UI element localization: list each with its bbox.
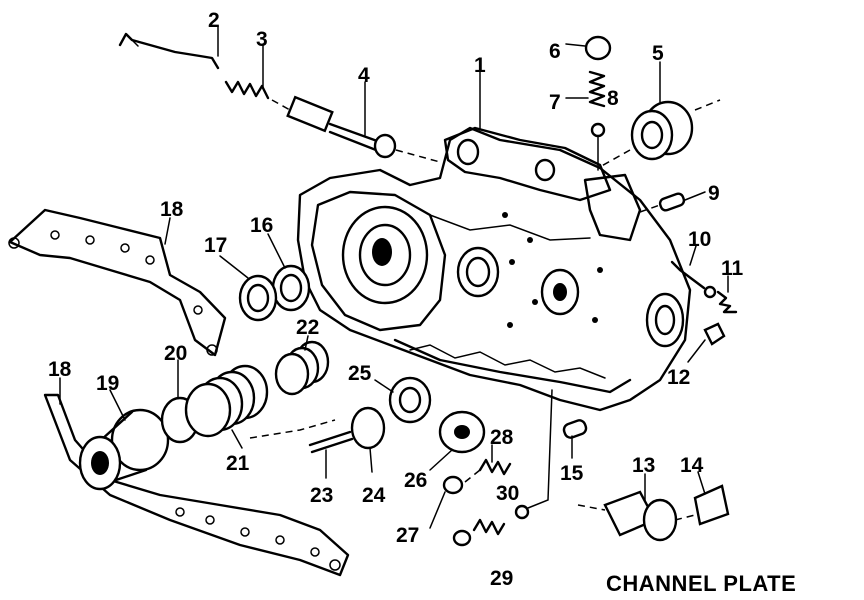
part-6-cap bbox=[584, 35, 612, 61]
part-15-pin bbox=[562, 419, 588, 439]
part-18-upper-gasket bbox=[8, 208, 227, 357]
callout-11: 11 bbox=[721, 257, 744, 280]
callout-30: 30 bbox=[496, 482, 519, 505]
part-25-bearing bbox=[388, 376, 432, 424]
callout-18a: 18 bbox=[160, 198, 184, 221]
diagram-caption: CHANNEL PLATE bbox=[606, 571, 796, 596]
part-5-bearing bbox=[597, 99, 721, 169]
part-22-spring bbox=[274, 340, 330, 396]
part-27-check-ball bbox=[429, 469, 481, 529]
leader-lines bbox=[59, 25, 729, 501]
callout-4: 4 bbox=[358, 64, 370, 87]
part-24-seal bbox=[350, 406, 386, 450]
callout-9: 9 bbox=[708, 182, 720, 205]
callout-23: 23 bbox=[310, 484, 333, 507]
callout-13: 13 bbox=[632, 454, 655, 477]
part-17-seal bbox=[238, 274, 278, 322]
callout-12: 12 bbox=[667, 366, 690, 389]
part-12-clip bbox=[703, 322, 726, 346]
part-21-spring bbox=[184, 364, 269, 438]
part-23-pin bbox=[249, 419, 354, 454]
callout-14: 14 bbox=[680, 454, 704, 477]
callout-15: 15 bbox=[560, 462, 584, 485]
callout-labels: 1 2 3 4 5 6 7 8 9 10 11 12 13 14 15 16 1… bbox=[48, 9, 744, 590]
callout-7: 7 bbox=[549, 91, 561, 114]
callout-16: 16 bbox=[250, 214, 273, 237]
part-3-spring bbox=[224, 80, 270, 100]
callout-21: 21 bbox=[226, 452, 250, 475]
part-30-ball bbox=[514, 389, 553, 520]
callout-19: 19 bbox=[96, 372, 119, 395]
callout-18b: 18 bbox=[48, 358, 72, 381]
part-28-spring bbox=[478, 458, 512, 476]
callout-25: 25 bbox=[348, 362, 372, 385]
callout-8: 8 bbox=[607, 87, 619, 110]
callout-20: 20 bbox=[164, 342, 187, 365]
part-4-shaft bbox=[271, 95, 441, 163]
callout-28: 28 bbox=[490, 426, 514, 449]
part-19-piston bbox=[78, 408, 170, 491]
part-29-spring bbox=[452, 518, 506, 547]
part-13-solenoid bbox=[577, 490, 678, 542]
callout-27: 27 bbox=[396, 524, 419, 547]
part-26-seal bbox=[438, 410, 486, 454]
callout-26: 26 bbox=[404, 469, 427, 492]
callout-17: 17 bbox=[204, 234, 227, 257]
part-11-spring bbox=[716, 290, 738, 314]
callout-10: 10 bbox=[688, 228, 711, 251]
callout-2: 2 bbox=[208, 9, 220, 32]
part-9-pin bbox=[639, 192, 686, 213]
part-7-spring bbox=[588, 70, 606, 108]
part-8-ball bbox=[590, 122, 606, 171]
callout-24: 24 bbox=[362, 484, 386, 507]
callout-5: 5 bbox=[652, 42, 664, 65]
callout-1: 1 bbox=[474, 54, 486, 77]
part-14-bracket bbox=[674, 484, 730, 526]
channel-plate-housing bbox=[296, 126, 692, 412]
part-10-valve bbox=[670, 260, 717, 299]
part-2-linkage-rod bbox=[118, 32, 220, 70]
callout-22: 22 bbox=[296, 316, 319, 339]
callout-29: 29 bbox=[490, 567, 513, 590]
callout-6: 6 bbox=[549, 40, 561, 63]
part-16-seal bbox=[271, 264, 311, 312]
callout-3: 3 bbox=[256, 28, 268, 51]
